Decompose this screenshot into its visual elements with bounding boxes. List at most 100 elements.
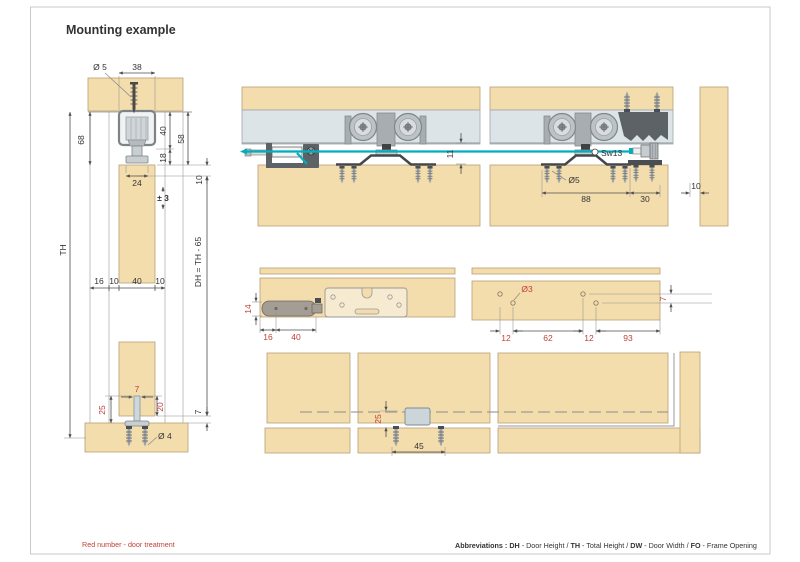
dim-14-label: 14 — [243, 304, 253, 314]
door-top-edge-left — [257, 164, 481, 227]
dim-93-label: 93 — [623, 333, 633, 343]
plate-notch — [361, 287, 373, 299]
dim-18-label: 18 — [158, 153, 168, 163]
dim-40b-label: 40 — [132, 276, 142, 286]
dim-20-label: 20 — [155, 402, 165, 412]
hanger-bolt — [131, 145, 143, 157]
floor-guide-front — [124, 395, 150, 447]
sw13-label: Sw13 — [601, 148, 623, 158]
dia3-leader — [513, 292, 521, 301]
page-title: Mounting example — [66, 23, 176, 37]
side-view: Sw13 11 Ø5 88 30 10 — [240, 86, 729, 227]
sw13-marker — [591, 148, 599, 156]
plan-view-right: Ø3 7 12 62 12 93 — [471, 267, 712, 343]
dim-7-floor-label: 7 — [193, 409, 203, 414]
dim-45-label: 45 — [414, 441, 424, 451]
dim-30-label: 30 — [640, 194, 650, 204]
track-cross-section — [117, 109, 157, 164]
floor-b — [357, 427, 491, 454]
dim-dia4-label: Ø 4 — [158, 431, 172, 441]
damper-bracket — [266, 143, 272, 168]
door-stop-plate — [628, 160, 662, 183]
dim-25-label: 25 — [97, 405, 107, 415]
dim-10-gap-label: 10 — [691, 181, 701, 191]
dim-62-label: 62 — [543, 333, 553, 343]
lintel-side-right — [489, 86, 674, 111]
lintel-side-left — [241, 86, 481, 111]
drill-hole — [497, 291, 503, 297]
dim-dh-label: DH = TH - 65 — [193, 237, 203, 287]
cable-arrowhead — [240, 148, 247, 155]
abbr-fo-desc: - Frame Opening — [701, 541, 757, 550]
hanger-strap — [541, 154, 631, 166]
dim-12a-label: 12 — [501, 333, 511, 343]
dim-25-guide-label: 25 — [373, 414, 383, 424]
abbr-fo: FO — [691, 541, 701, 550]
dim-10-label: 10 — [194, 175, 204, 185]
dim-10b-label: 10 — [155, 276, 165, 286]
dim-12b-label: 12 — [584, 333, 594, 343]
carriage-bolt — [581, 144, 590, 151]
dim-dia5-side-label: Ø5 — [568, 175, 580, 185]
red-note: Red number - door treatment — [82, 540, 175, 549]
carriage-bolt — [382, 144, 391, 151]
frame-upright — [699, 86, 729, 227]
guide-base — [124, 420, 150, 427]
door-bottom-a — [266, 352, 351, 424]
lintel-screw — [130, 82, 138, 114]
door-bottom-c — [497, 352, 669, 424]
dim-16-label: 16 — [94, 276, 104, 286]
plan-view-left: 14 16 40 — [243, 267, 456, 342]
abbr-dw: DW — [630, 541, 642, 550]
abbr-dw-desc: - Door Width / — [642, 541, 690, 550]
adjustment-bolt — [632, 142, 659, 160]
guide-bracket-plan — [261, 298, 323, 317]
abbreviations: Abbreviations : DH - Door Height / TH - … — [455, 541, 757, 550]
door-plan-right — [471, 280, 661, 321]
dia5-leader — [104, 72, 132, 98]
roller-wheel — [547, 112, 577, 142]
front-section-view: Ø 5 38 TH 68 40 18 58 10 DH = TH - 65 24 — [58, 62, 211, 453]
guide-blade — [133, 395, 141, 422]
dim-7-offset-label: 7 — [658, 296, 668, 301]
hanger-strap — [336, 154, 436, 166]
dim-dia5-label: Ø 5 — [93, 62, 107, 72]
abbr-label: Abbreviations : — [455, 541, 509, 550]
buffer-stop — [618, 91, 668, 141]
hanger-plate — [125, 155, 149, 164]
dim-pm3-label: ± 3 — [157, 193, 169, 203]
bottom-guide-view: 25 45 — [264, 351, 701, 456]
roller-section — [125, 116, 149, 141]
floor-c — [497, 427, 701, 454]
dim-40-plan-label: 40 — [291, 332, 301, 342]
drill-hole — [510, 300, 516, 306]
floor-guide-side — [392, 407, 445, 447]
dim-dia3-label: Ø3 — [521, 284, 533, 294]
frame-reveal-line — [498, 353, 675, 427]
dim-68-label: 68 — [76, 135, 86, 145]
roller-carriage-1 — [336, 112, 436, 184]
dim-40-label: 40 — [158, 126, 168, 136]
dim-11-label: 11 — [445, 149, 455, 158]
dim-88-label: 88 — [581, 194, 591, 204]
dia5-side-leader — [551, 170, 567, 181]
abbr-dh-desc: - Door Height / — [520, 541, 571, 550]
pull-cable — [240, 148, 634, 165]
dim-16-plan-label: 16 — [263, 332, 273, 342]
dim-10a-label: 10 — [109, 276, 119, 286]
dim-7-groove-label: 7 — [135, 384, 140, 394]
dim-th-label: TH — [58, 244, 68, 255]
roller-wheel — [393, 112, 423, 142]
dim-24-label: 24 — [132, 178, 142, 188]
abbr-dh: DH — [509, 541, 519, 550]
dia4-leader — [147, 436, 158, 446]
plate-slot — [354, 308, 380, 315]
door-panel-upper — [118, 164, 156, 284]
dim-58-label: 58 — [176, 134, 186, 144]
abbr-th-desc: - Total Height / — [580, 541, 630, 550]
mounting-plate-plan — [324, 287, 408, 318]
dim-38-label: 38 — [132, 62, 142, 72]
floor-front — [84, 422, 189, 453]
